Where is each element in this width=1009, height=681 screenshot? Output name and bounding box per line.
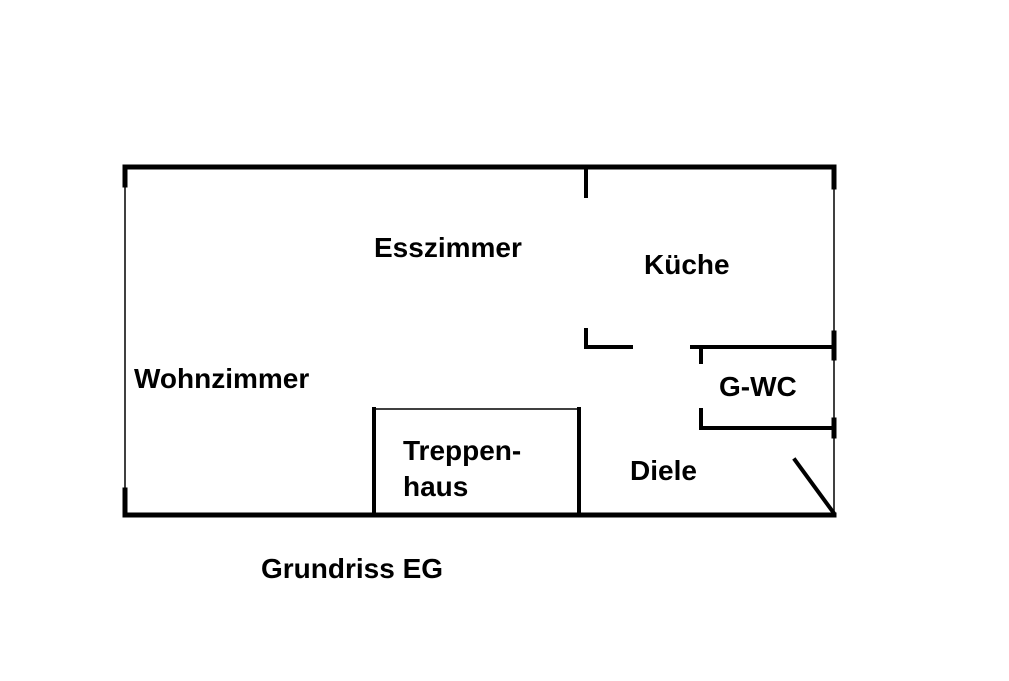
room-label-esszimmer: Esszimmer <box>374 232 522 263</box>
room-label-treppenhaus-line1: Treppen- <box>403 435 522 466</box>
room-label-gwc: G-WC <box>719 371 797 402</box>
room-label-kueche: Küche <box>644 249 730 280</box>
room-label-wohnzimmer: Wohnzimmer <box>134 363 310 394</box>
room-label-diele: Diele <box>630 455 697 486</box>
room-label-treppenhaus-line2: haus <box>403 471 469 502</box>
entrance-door <box>792 457 836 515</box>
room-label-treppenhaus: Treppen- haus <box>403 433 521 505</box>
floorplan-caption: Grundriss EG <box>261 553 444 584</box>
